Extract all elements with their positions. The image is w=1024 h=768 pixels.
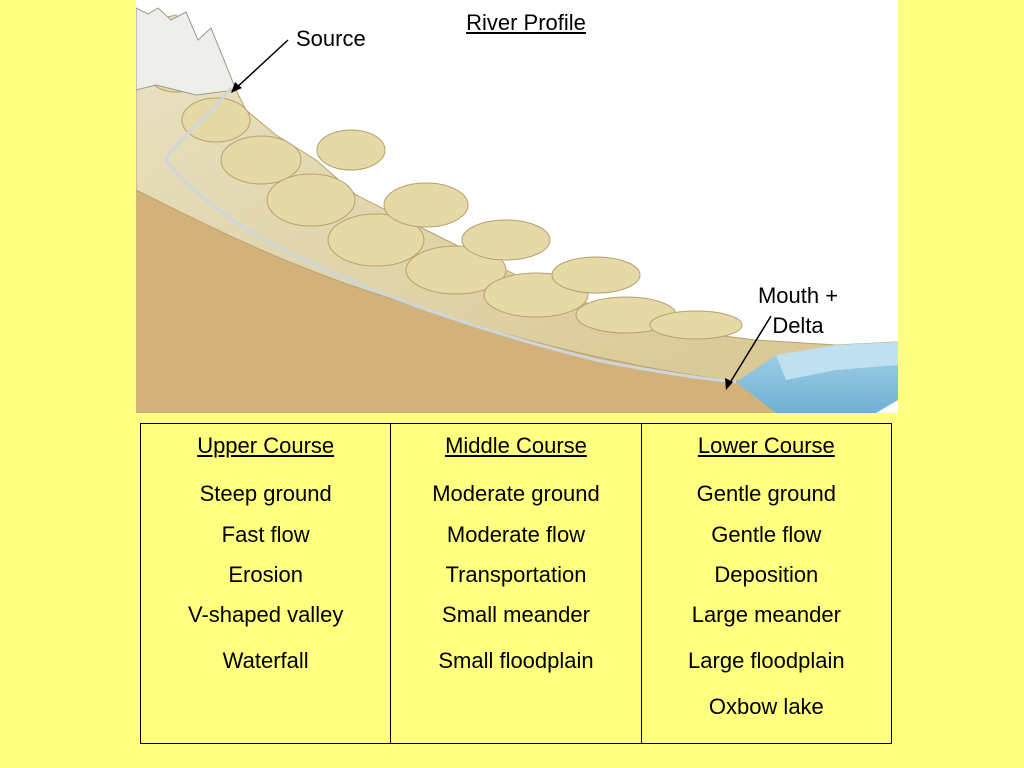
column-heading: Lower Course [697, 433, 835, 458]
column-heading: Upper Course [197, 433, 335, 458]
river-profile-illustration [136, 7, 898, 413]
ground-cross-section [136, 190, 776, 413]
table-cell: Oxbow lake [708, 694, 824, 719]
mouth-arrow [727, 315, 772, 387]
river-line [164, 87, 737, 384]
lower-course-column: Lower Course Gentle ground Gentle flow D… [642, 424, 891, 743]
river-course-table: Upper Course Steep ground Fast flow Eros… [140, 423, 892, 744]
table-cell: V-shaped valley [188, 602, 344, 627]
upper-course-column: Upper Course Steep ground Fast flow Eros… [141, 424, 392, 743]
mouth-delta-label: Mouth + Delta [748, 281, 848, 341]
sea-top [776, 342, 898, 380]
mouth-arrowhead [725, 378, 733, 390]
table-cell: Transportation [445, 562, 587, 587]
table-cell: Small floodplain [438, 648, 594, 673]
column-heading: Middle Course [445, 433, 587, 458]
table-cell: Moderate flow [446, 522, 586, 547]
mouth-label-line1: Mouth + [757, 283, 839, 308]
source-label: Source [296, 26, 366, 51]
table-cell: Moderate ground [432, 481, 600, 506]
middle-course-column: Middle Course Moderate ground Moderate f… [391, 424, 642, 743]
table-cell: Gentle flow [711, 522, 822, 547]
mouth-label-line2: Delta [772, 313, 824, 338]
table-cell: Erosion [228, 562, 303, 587]
source-arrowhead [231, 82, 242, 93]
table-cell: Fast flow [221, 522, 310, 547]
source-arrow [233, 39, 289, 91]
table-cell: Deposition [714, 562, 819, 587]
river-profile-diagram: River Profile Source Mouth + Delta [136, 0, 898, 413]
table-cell: Steep ground [199, 481, 332, 506]
table-cell: Large meander [691, 602, 841, 627]
hill-lumps [145, 47, 743, 340]
table-cell: Waterfall [222, 648, 309, 673]
table-cell: Gentle ground [696, 481, 837, 506]
mountain-peak [136, 7, 237, 96]
table-cell: Small meander [442, 602, 590, 627]
diagram-title: River Profile [466, 10, 586, 35]
table-cell: Large floodplain [688, 648, 845, 673]
